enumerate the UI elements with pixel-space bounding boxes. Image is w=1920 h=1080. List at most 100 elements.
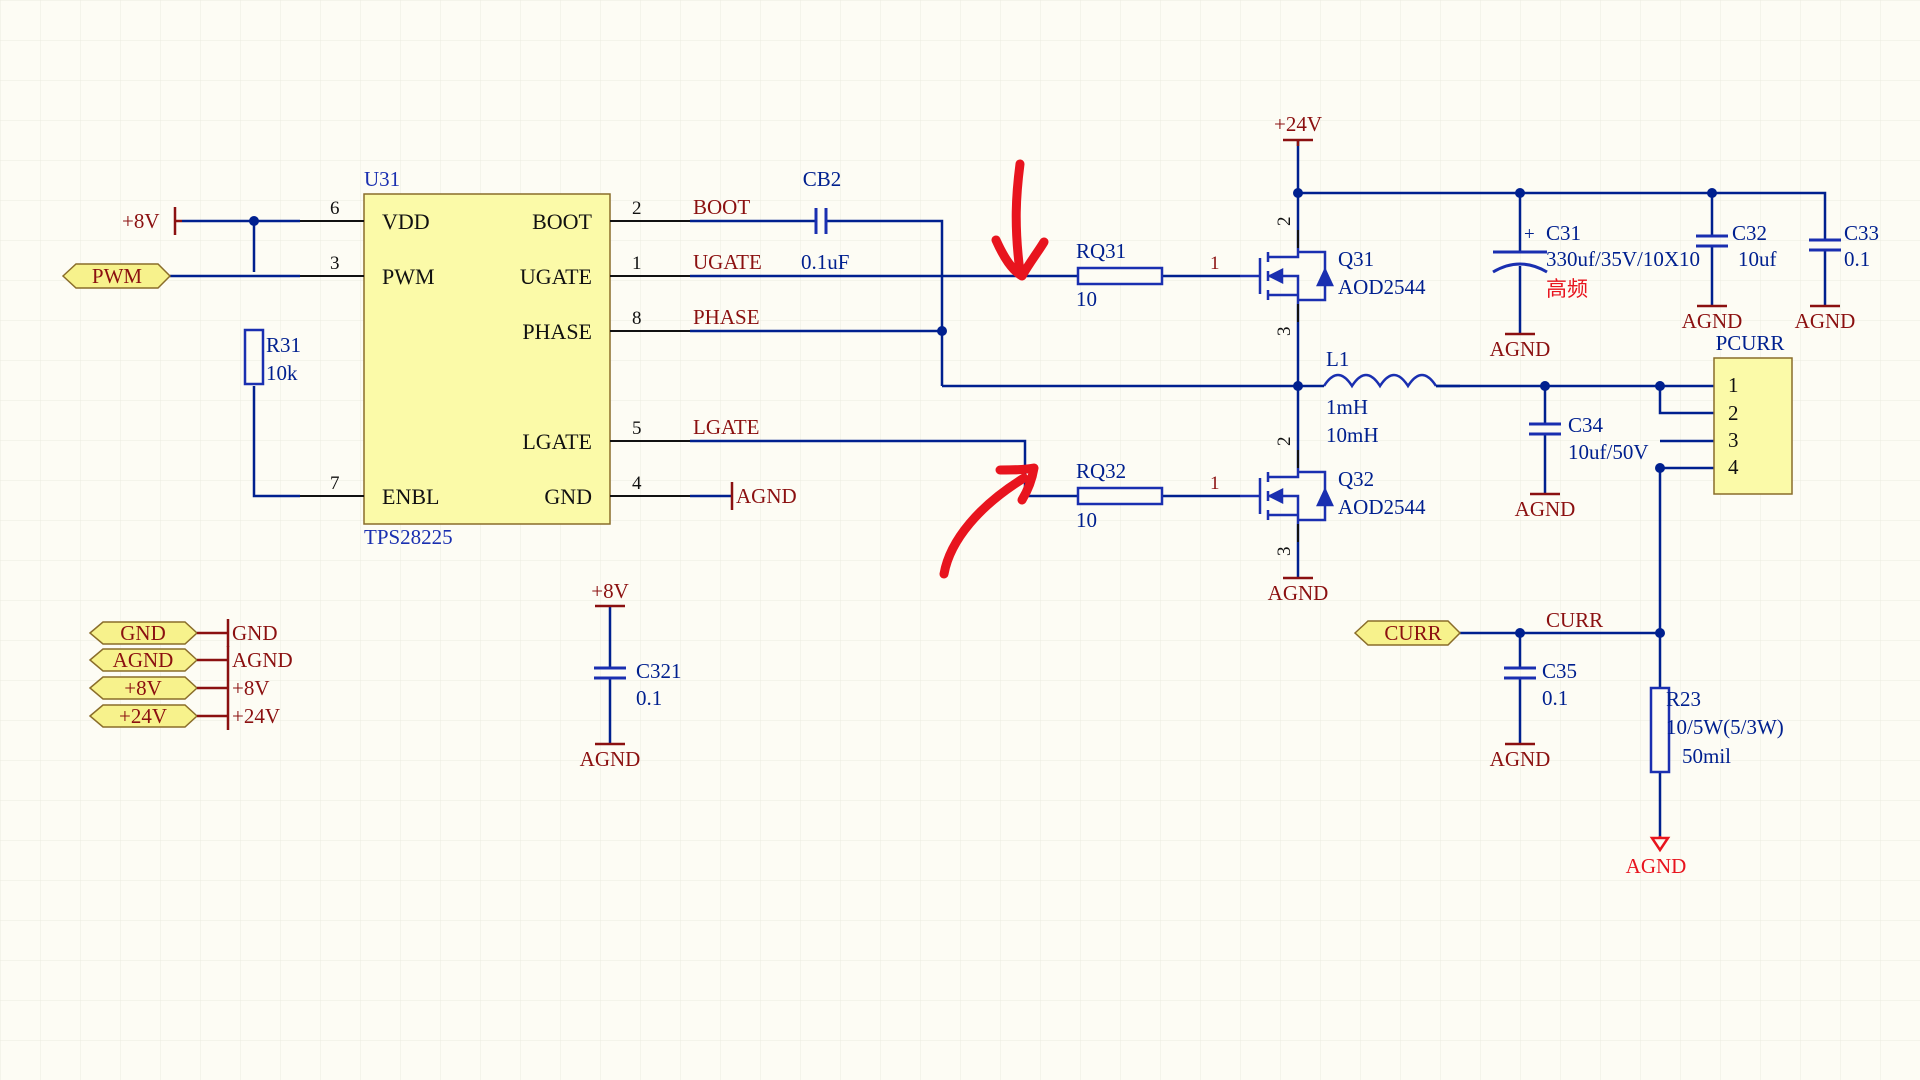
mosfet-q32[interactable] bbox=[1240, 450, 1334, 542]
svg-text:GND: GND bbox=[232, 621, 278, 645]
power-label-agnd-c321: AGND bbox=[580, 747, 641, 771]
legend-port-24v: +24V +24V bbox=[88, 702, 280, 730]
svg-text:C32: C32 bbox=[1732, 221, 1767, 245]
svg-text:10uf/50V: 10uf/50V bbox=[1568, 440, 1649, 464]
port-pwm[interactable]: PWM bbox=[61, 263, 172, 289]
svg-text:高频: 高频 bbox=[1546, 277, 1588, 301]
svg-text:R23: R23 bbox=[1666, 687, 1701, 711]
svg-text:+: + bbox=[1524, 224, 1535, 245]
ic-pin-num: 3 bbox=[330, 253, 340, 274]
svg-text:10: 10 bbox=[1076, 508, 1097, 532]
ic-pin-num: 7 bbox=[330, 473, 340, 494]
power-labels: +8V +24V +8V AGND AGND AGND AGND AGND AG… bbox=[122, 112, 1855, 771]
ic-designator: U31 bbox=[364, 167, 400, 191]
svg-text:0.1: 0.1 bbox=[1542, 686, 1568, 710]
ic-pin-name: ENBL bbox=[382, 484, 439, 509]
ic-pin-num: 2 bbox=[632, 198, 642, 219]
power-label-8v: +8V bbox=[122, 209, 160, 233]
capacitor-cb2[interactable]: CB2 0.1uF bbox=[801, 167, 849, 274]
svg-text:10/5W(5/3W): 10/5W(5/3W) bbox=[1666, 715, 1784, 739]
svg-text:10mH: 10mH bbox=[1326, 423, 1379, 447]
mosfet-q31-pin-s: 3 bbox=[1274, 327, 1295, 337]
resistor-rq32[interactable]: RQ32 10 1 bbox=[1076, 459, 1220, 532]
mosfet-q32-value: AOD2544 bbox=[1338, 495, 1426, 519]
svg-text:C34: C34 bbox=[1568, 413, 1604, 437]
mosfet-q31-designator: Q31 bbox=[1338, 247, 1374, 271]
svg-text:2: 2 bbox=[1728, 401, 1739, 425]
svg-text:CB2: CB2 bbox=[803, 167, 842, 191]
svg-text:10k: 10k bbox=[266, 361, 298, 385]
ic-pin-num: 5 bbox=[632, 418, 642, 439]
capacitor-c33[interactable]: C33 0.1 bbox=[1809, 221, 1879, 271]
mosfet-q31-pin-d: 2 bbox=[1274, 217, 1295, 227]
resistor-rq31[interactable]: RQ31 10 1 bbox=[1076, 239, 1220, 311]
svg-text:1mH: 1mH bbox=[1326, 395, 1368, 419]
ic-pin-num: 4 bbox=[632, 473, 642, 494]
svg-text:0.1uF: 0.1uF bbox=[801, 250, 849, 274]
svg-text:330uf/35V/10X10: 330uf/35V/10X10 bbox=[1546, 247, 1700, 271]
resistor-r31[interactable]: R31 10k bbox=[243, 328, 301, 386]
svg-text:CURR: CURR bbox=[1384, 621, 1441, 645]
svg-text:1: 1 bbox=[1210, 253, 1220, 274]
svg-text:C31: C31 bbox=[1546, 221, 1581, 245]
ic-pin-name: GND bbox=[544, 484, 592, 509]
svg-text:+8V: +8V bbox=[232, 676, 270, 700]
power-label-24v: +24V bbox=[1274, 112, 1322, 136]
ic-part-number: TPS28225 bbox=[364, 525, 453, 549]
legend-port-agnd: AGND AGND bbox=[88, 646, 293, 674]
arrow-down-annotation bbox=[991, 159, 1049, 281]
net-labels: BOOT UGATE PHASE LGATE CURR bbox=[693, 195, 1603, 632]
power-symbols bbox=[173, 138, 1840, 746]
legend-port-8v: +8V +8V bbox=[88, 674, 270, 702]
svg-text:R31: R31 bbox=[266, 333, 301, 357]
mosfet-q31[interactable] bbox=[1240, 230, 1334, 322]
svg-text:C321: C321 bbox=[636, 659, 682, 683]
net-label-ugate: UGATE bbox=[693, 250, 762, 274]
svg-text:RQ31: RQ31 bbox=[1076, 239, 1126, 263]
net-label-lgate: LGATE bbox=[693, 415, 760, 439]
power-label-agnd-r23: AGND bbox=[1626, 854, 1687, 878]
capacitor-c321[interactable]: C321 0.1 bbox=[594, 659, 682, 710]
svg-text:+8V: +8V bbox=[124, 676, 162, 700]
power-label-agnd-c33: AGND bbox=[1795, 309, 1856, 333]
arrow-up-annotation bbox=[939, 463, 1039, 579]
wires bbox=[170, 140, 1827, 838]
capacitor-c32[interactable]: C32 10uf bbox=[1696, 221, 1777, 271]
ic-pin-name: BOOT bbox=[532, 209, 592, 234]
ic-pin-num: 8 bbox=[632, 308, 642, 329]
power-label-agnd-q32: AGND bbox=[1268, 581, 1329, 605]
annotation-arrows bbox=[939, 159, 1049, 579]
svg-text:AGND: AGND bbox=[113, 648, 174, 672]
ic-pin-name: PWM bbox=[382, 264, 435, 289]
svg-text:C35: C35 bbox=[1542, 659, 1577, 683]
mosfet-q32-designator: Q32 bbox=[1338, 467, 1374, 491]
capacitor-c35[interactable]: C35 0.1 bbox=[1504, 659, 1577, 710]
svg-text:L1: L1 bbox=[1326, 347, 1349, 371]
inductor-l1[interactable]: L1 1mH 10mH bbox=[1298, 347, 1460, 447]
capacitor-c34[interactable]: C34 10uf/50V bbox=[1529, 413, 1649, 464]
resistor-r23[interactable]: R23 10/5W(5/3W) 50mil bbox=[1649, 686, 1784, 774]
svg-text:+24V: +24V bbox=[232, 704, 280, 728]
svg-text:+24V: +24V bbox=[119, 704, 167, 728]
svg-text:C33: C33 bbox=[1844, 221, 1879, 245]
mosfet-q32-pin-d: 2 bbox=[1274, 437, 1295, 447]
power-label-8v-c321: +8V bbox=[591, 579, 629, 603]
capacitor-c31[interactable]: + C31 330uf/35V/10X10 高频 bbox=[1492, 221, 1700, 301]
power-label-agnd-c31: AGND bbox=[1490, 337, 1551, 361]
svg-text:10uf: 10uf bbox=[1738, 247, 1777, 271]
mosfet-q32-pin-s: 3 bbox=[1274, 547, 1295, 557]
net-label-phase: PHASE bbox=[693, 305, 760, 329]
svg-text:1: 1 bbox=[1728, 373, 1739, 397]
power-legend: GND GND AGND AGND +8V +8V +24V +24V bbox=[88, 619, 293, 730]
svg-text:GND: GND bbox=[120, 621, 166, 645]
port-curr[interactable]: CURR bbox=[1353, 620, 1462, 646]
svg-text:RQ32: RQ32 bbox=[1076, 459, 1126, 483]
svg-text:1: 1 bbox=[1210, 473, 1220, 494]
connector-pcurr[interactable]: PCURR 1 2 3 4 bbox=[1713, 331, 1793, 495]
power-label-agnd-c35: AGND bbox=[1490, 747, 1551, 771]
ic-pin-num: 1 bbox=[632, 253, 642, 274]
svg-text:50mil: 50mil bbox=[1682, 744, 1731, 768]
ic-pin-name: VDD bbox=[382, 209, 430, 234]
ic-u31[interactable]: U31 TPS28225 6 VDD 3 PWM 7 ENBL BOOT 2 U… bbox=[300, 167, 690, 549]
